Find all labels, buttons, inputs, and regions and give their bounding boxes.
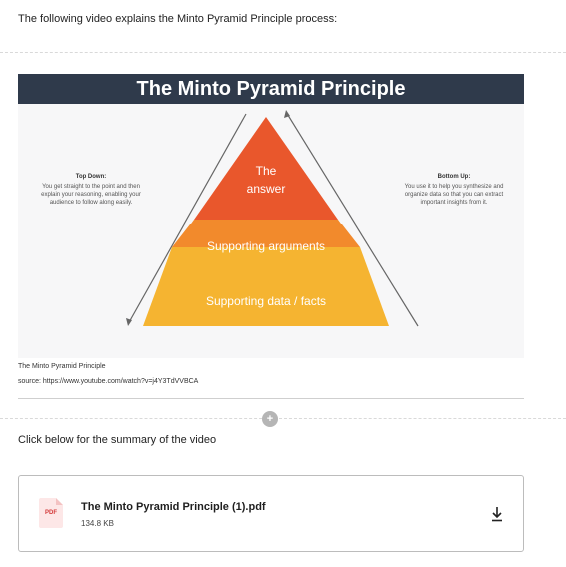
top-down-arrow: [127, 113, 247, 325]
section-divider-middle: [0, 418, 566, 419]
file-size: 134.8 KB: [81, 519, 114, 528]
top-down-line-1: You get straight to the point and then: [42, 184, 140, 190]
pyramid-label-middle: Supporting arguments: [206, 239, 326, 253]
pyramid-label-top-2: answer: [246, 182, 286, 196]
pyramid-tier-middle-band: [172, 224, 360, 247]
top-down-arrowhead: [126, 318, 132, 326]
intro-text: The following video explains the Minto P…: [18, 13, 338, 25]
pdf-fold: [56, 498, 63, 505]
bottom-up-line-1: You use it to help you synthesize and: [404, 184, 504, 190]
bottom-up-arrowhead: [284, 110, 290, 118]
video-caption-title: The Minto Pyramid Principle: [18, 363, 106, 370]
pyramid-tier-bottom: [143, 247, 389, 326]
pdf-badge: PDF: [45, 510, 57, 516]
bottom-up-arrow: [285, 111, 419, 327]
plus-icon: +: [266, 413, 274, 425]
add-block-button[interactable]: +: [262, 411, 278, 427]
caption-divider: [18, 398, 524, 399]
video-caption-source: source: https://www.youtube.com/watch?v=…: [18, 378, 199, 385]
section-divider-top: [0, 52, 566, 53]
pyramid-label-top-1: The: [255, 164, 277, 178]
top-down-title: Top Down:: [75, 174, 107, 180]
pyramid-tier-top: [194, 117, 338, 220]
pyramid-label-bottom: Supporting data / facts: [205, 294, 327, 308]
pyramid-graphic: [126, 110, 419, 327]
video-embed[interactable]: The Minto Pyramid Principle Top Down: Yo…: [18, 74, 524, 358]
bottom-up-line-2: organize data so that you can extract: [404, 192, 504, 198]
summary-prompt: Click below for the summary of the video: [18, 434, 217, 446]
file-name[interactable]: The Minto Pyramid Principle (1).pdf: [81, 501, 266, 513]
pdf-attachment[interactable]: PDF The Minto Pyramid Principle (1).pdf …: [18, 475, 524, 552]
bottom-up-line-3: important insights from it.: [420, 200, 488, 206]
download-icon[interactable]: [491, 506, 503, 522]
bottom-up-title: Bottom Up:: [437, 174, 471, 180]
pdf-file-icon: PDF: [39, 498, 63, 528]
top-down-line-3: audience to follow along easily.: [49, 200, 133, 206]
video-header-bar: [18, 74, 524, 104]
video-title: The Minto Pyramid Principle: [136, 78, 406, 100]
top-down-line-2: explain your reasoning, enabling your: [41, 192, 141, 198]
